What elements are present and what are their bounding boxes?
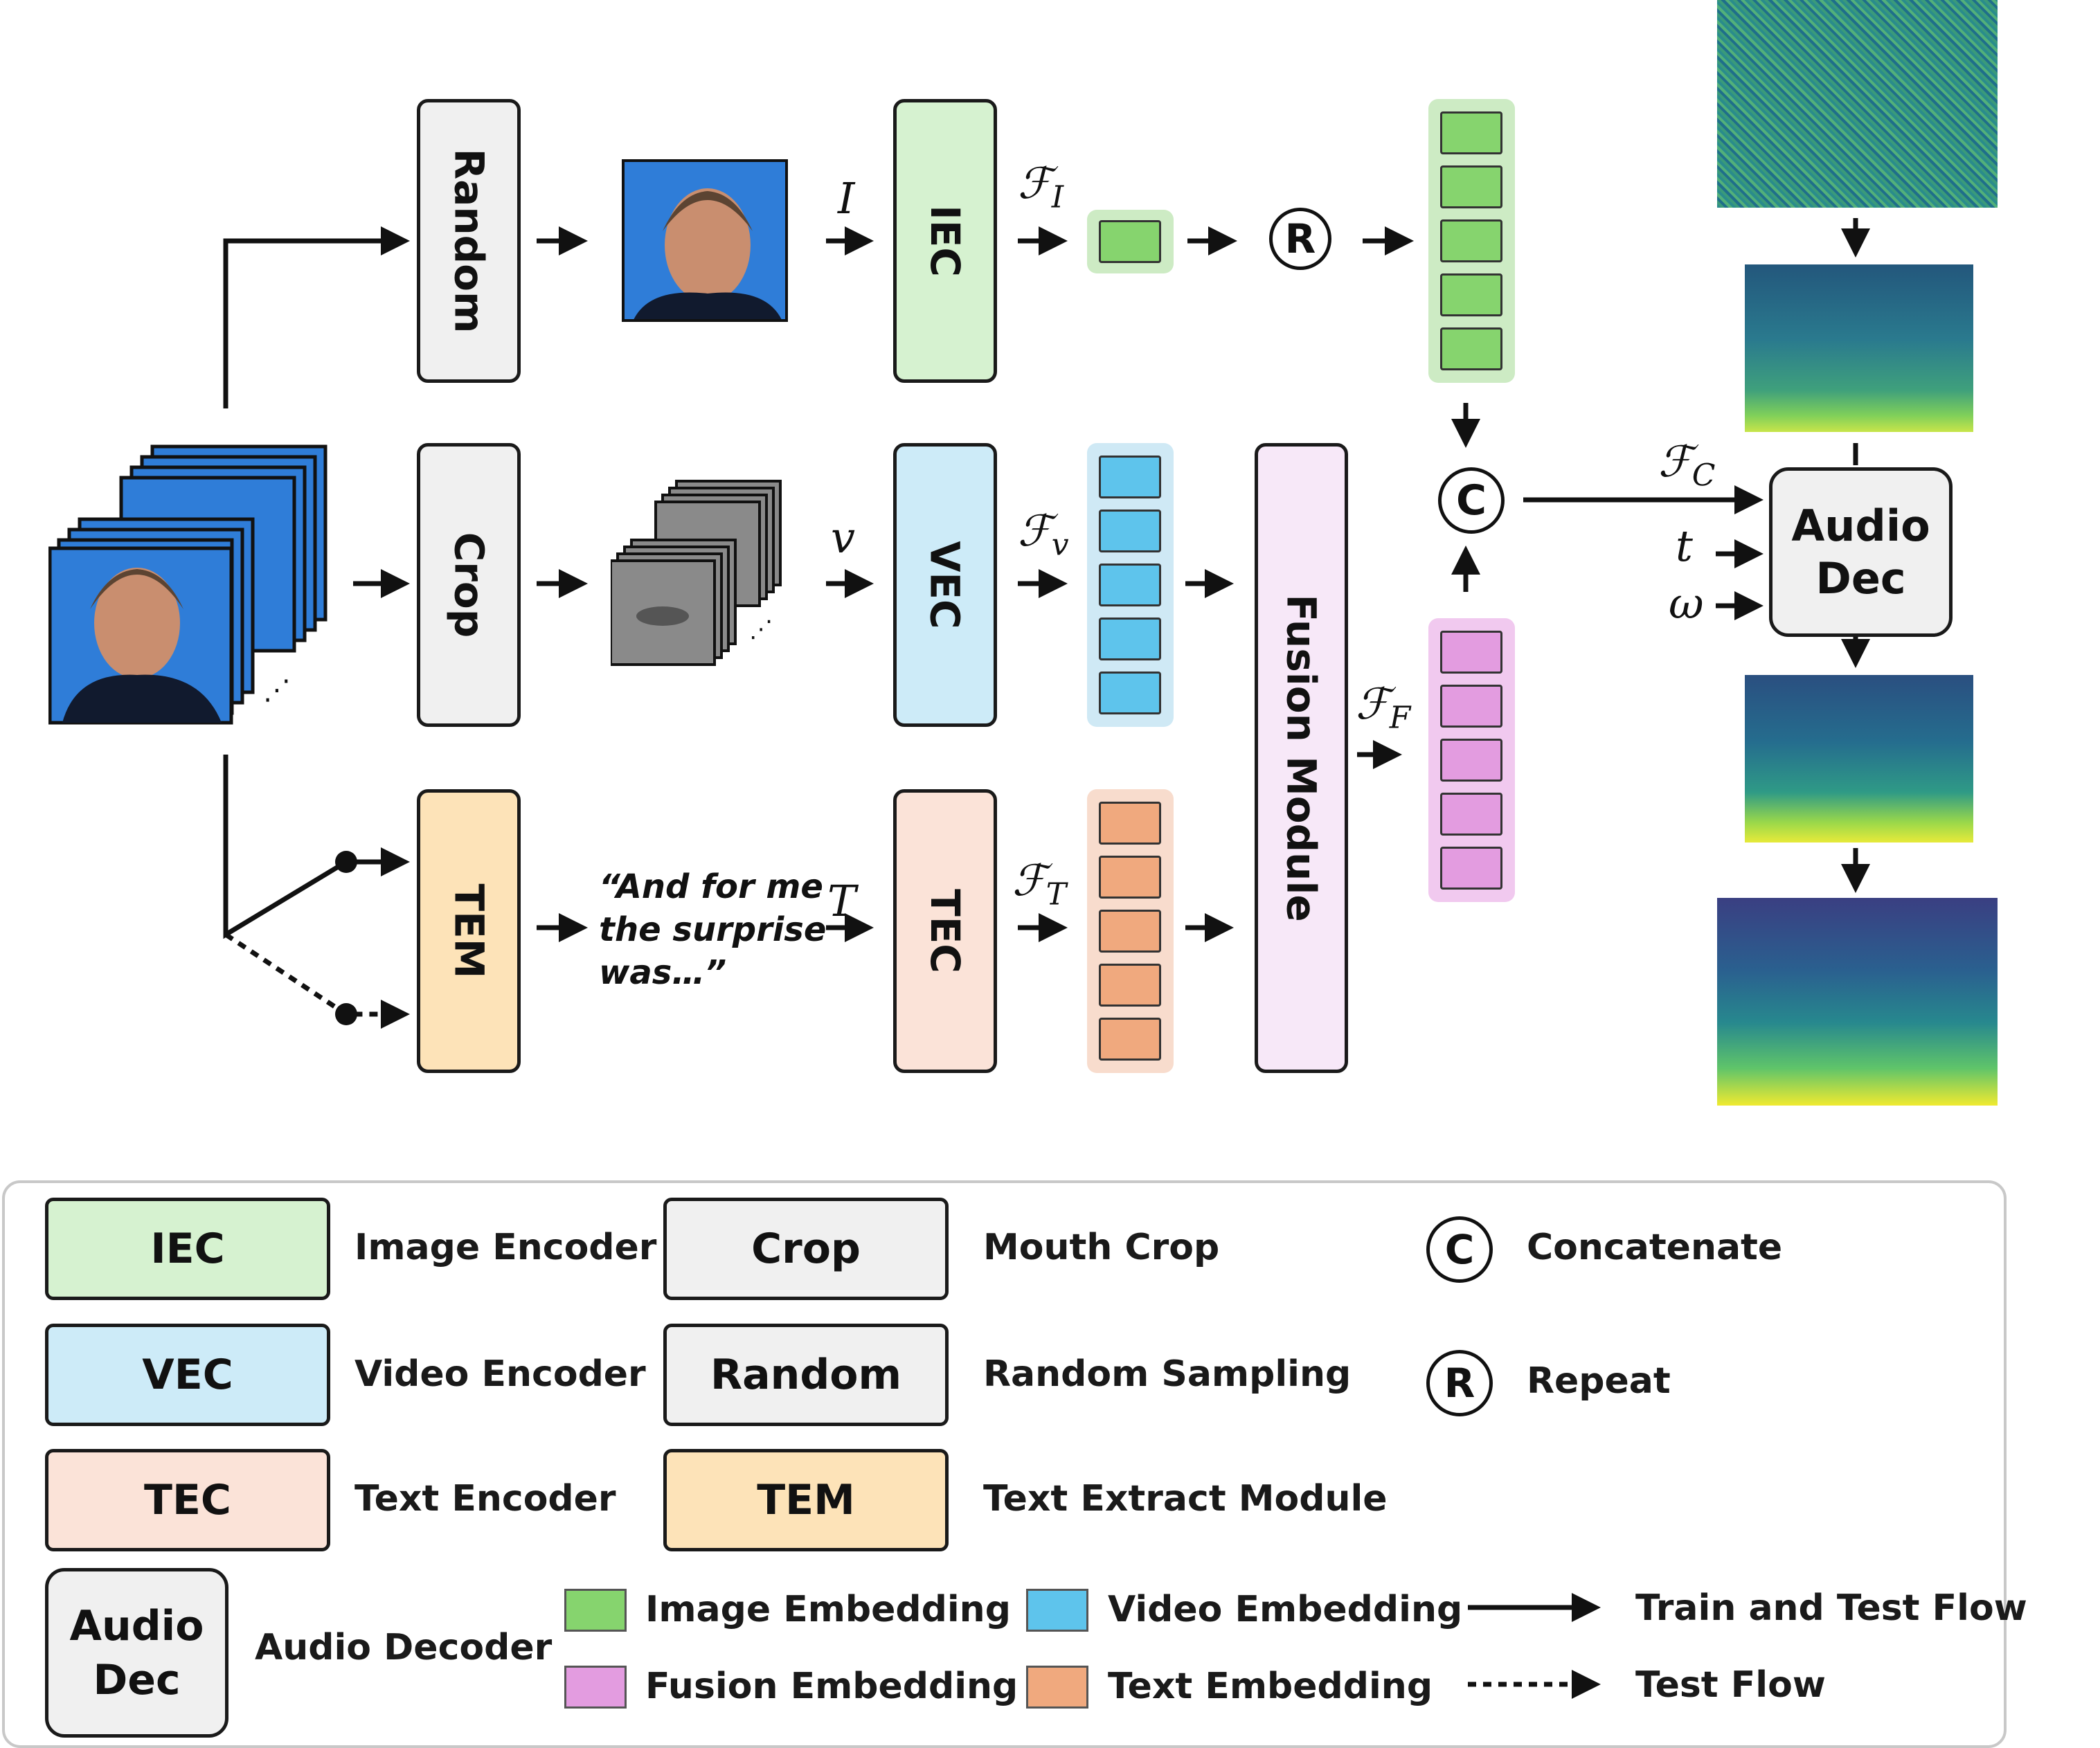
subscript: v [1051, 527, 1069, 563]
legend-crop-box: Crop [663, 1198, 949, 1300]
legend-tec-desc: Text Encoder [355, 1478, 616, 1520]
legend-video-emb-swatch [1026, 1589, 1088, 1632]
tem-module: TEM [417, 789, 521, 1073]
legend-tem-desc: Text Extract Module [983, 1478, 1388, 1520]
script-f-glyph: ℱ [1356, 678, 1390, 729]
vec-module: VEC [893, 443, 997, 727]
svg-text:⋰: ⋰ [749, 615, 773, 643]
f-text-label: ℱT [1012, 855, 1066, 912]
image-embedding-repeated [1428, 99, 1515, 383]
legend-repeat-desc: Repeat [1527, 1360, 1671, 1402]
legend-tem-box: TEM [663, 1449, 949, 1551]
legend-concat-symbol: C [1426, 1216, 1493, 1283]
spectrogram-final [1717, 898, 1998, 1106]
legend-fusion-emb: Fusion Embedding [645, 1666, 1018, 1707]
video-embedding [1087, 443, 1174, 727]
legend-concat-desc: Concatenate [1527, 1227, 1783, 1268]
legend-text-emb: Text Embedding [1108, 1666, 1433, 1707]
f-concat-label: ℱC [1658, 436, 1715, 493]
legend-iec-desc: Image Encoder [355, 1227, 657, 1268]
fusion-module: Fusion Module [1255, 443, 1348, 1073]
legend-test-flow: Test Flow [1635, 1664, 1826, 1706]
branch-dot-test [335, 1003, 357, 1025]
script-f-glyph: ℱ [1018, 158, 1052, 208]
legend-iec-box: IEC [45, 1198, 330, 1300]
legend-crop-desc: Mouth Crop [983, 1227, 1220, 1268]
text-embedding [1087, 789, 1174, 1073]
fusion-embedding [1428, 618, 1515, 902]
legend-train-test-flow: Train and Test Flow [1635, 1587, 2027, 1629]
f-image-label: ℱI [1018, 158, 1064, 215]
sampled-face-image [622, 159, 788, 322]
spectrogram-step-1 [1745, 264, 1973, 432]
legend-vec-desc: Video Encoder [355, 1353, 646, 1395]
subscript: T [1045, 876, 1067, 912]
audio-decoder: Audio Dec [1769, 467, 1953, 637]
image-embedding-single [1087, 210, 1174, 273]
repeat-op: R [1269, 208, 1331, 270]
text-var-label: T [827, 876, 856, 926]
branch-dot-train [335, 851, 357, 873]
subscript: I [1051, 179, 1064, 215]
legend-repeat-symbol: R [1426, 1350, 1493, 1416]
legend-image-emb: Image Embedding [645, 1589, 1011, 1630]
spectrogram-noise [1717, 0, 1998, 208]
input-video-frames: ⋰ [48, 443, 339, 727]
iec-module: IEC [893, 99, 997, 383]
subscript: C [1691, 458, 1716, 494]
omega-label: ω [1669, 578, 1704, 629]
tec-module: TEC [893, 789, 997, 1073]
legend-image-emb-swatch [564, 1589, 627, 1632]
crop-module: Crop [417, 443, 521, 727]
iec-label: IEC [921, 205, 969, 277]
mouth-crop-frames: ⋰ [609, 478, 811, 678]
script-f-glyph: ℱ [1658, 436, 1692, 487]
tem-label: TEM [445, 883, 492, 979]
random-module: Random [417, 99, 521, 383]
f-fusion-label: ℱF [1356, 678, 1410, 735]
video-frames-stack: ⋰ [48, 444, 327, 725]
legend-video-emb: Video Embedding [1108, 1589, 1463, 1630]
legend-tec-box: TEC [45, 1449, 330, 1551]
branch-to-tem [223, 755, 410, 939]
legend-audio-dec-box: Audio Dec [45, 1568, 228, 1738]
branch-to-tem-test [224, 932, 410, 1029]
subscript: F [1389, 700, 1411, 736]
fusion-label: Fusion Module [1277, 594, 1325, 922]
vec-label: VEC [921, 541, 969, 629]
spectrogram-step-2 [1745, 675, 1973, 843]
script-f-glyph: ℱ [1018, 505, 1052, 556]
t-label: t [1676, 521, 1693, 571]
legend-random-desc: Random Sampling [983, 1353, 1352, 1395]
legend-random-box: Random [663, 1324, 949, 1426]
legend-vec-box: VEC [45, 1324, 330, 1426]
image-var-label: I [838, 173, 855, 224]
transcript-text: “And for me the surprise was…” [599, 867, 827, 992]
svg-text:⋰: ⋰ [263, 674, 291, 706]
f-video-label: ℱv [1018, 505, 1069, 562]
tec-label: TEC [922, 889, 969, 973]
video-var-label: v [831, 512, 856, 563]
legend-text-emb-swatch [1026, 1666, 1088, 1709]
branch-to-random [223, 226, 410, 408]
random-label: Random [445, 148, 493, 334]
legend-audio-desc: Audio Decoder [255, 1627, 553, 1668]
script-f-glyph: ℱ [1012, 855, 1046, 905]
legend-fusion-emb-swatch [564, 1666, 627, 1709]
crop-label: Crop [445, 532, 493, 638]
concat-op: C [1438, 467, 1505, 534]
